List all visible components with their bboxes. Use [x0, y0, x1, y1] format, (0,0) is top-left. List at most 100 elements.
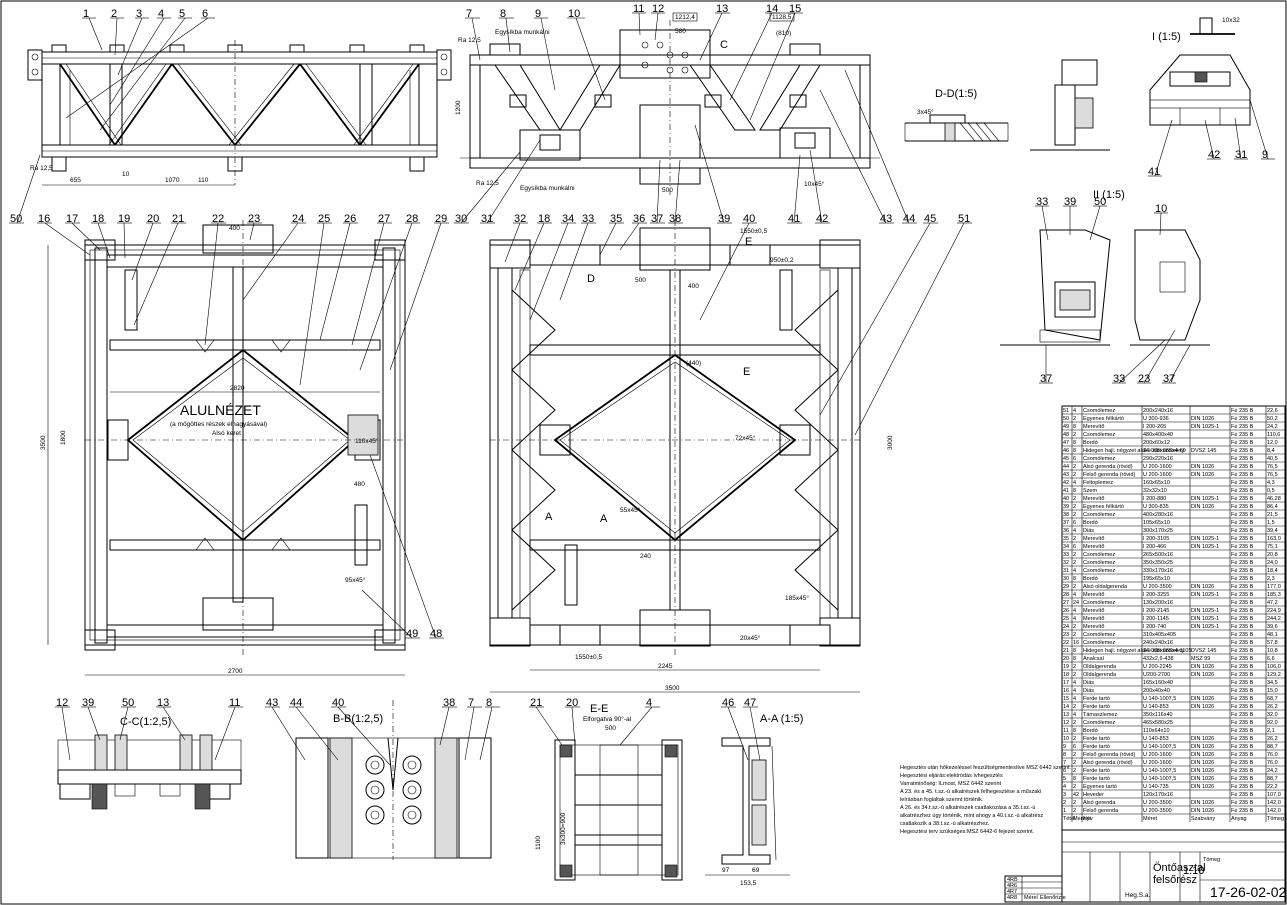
bom-cell: Ferde tartó: [1083, 704, 1110, 710]
balloon-42: 42: [816, 213, 828, 225]
bom-cell: Fe 235 B: [1231, 800, 1254, 806]
balloon-1: 1: [83, 8, 89, 20]
bom-cell: 32x32x10: [1143, 488, 1167, 494]
plan-view-top: 3500 2245 1550±0,5 1550±0,5 950±0,2 (440…: [489, 220, 894, 693]
dim-655: 655: [70, 177, 81, 184]
bom-cell: 8: [1073, 424, 1076, 430]
bom-cell: 2: [1073, 672, 1076, 678]
bom-cell: 6: [1073, 520, 1076, 526]
balloon-12: 12: [652, 3, 664, 15]
balloon-cc-39: 39: [82, 697, 94, 709]
bom-cell: 4: [1073, 480, 1076, 486]
bom-cell: U 200-2245: [1143, 664, 1172, 670]
balloon-8: 8: [500, 8, 506, 20]
balloon-45: 45: [924, 213, 936, 225]
dim-440: (440): [686, 360, 701, 367]
bom-cell: 20,8: [1267, 552, 1278, 558]
bom-cell: DIN 1026: [1191, 696, 1214, 702]
bom-cell: 107,0: [1267, 792, 1281, 798]
bom-cell: Fe 235 B: [1231, 696, 1254, 702]
balloon-bb-7: 7: [468, 697, 474, 709]
egyalapu-top: Egysíkba munkálni: [495, 29, 550, 36]
balloon-32: 32: [514, 213, 526, 225]
dim-950: 950±0,2: [770, 257, 794, 264]
bom-cell: Egyenes félkártó: [1083, 504, 1124, 510]
dim-500-top: 500: [635, 277, 646, 284]
bom-cell: DIN 1025-1: [1191, 616, 1219, 622]
balloon-i-42: 42: [1208, 149, 1220, 161]
dim-810: (810): [776, 30, 791, 37]
balloon-7: 7: [466, 8, 472, 20]
bom-cell: 88,7: [1267, 744, 1278, 750]
bom-cell: Csomólemez: [1083, 720, 1115, 726]
bom-cell: Fe 235 B: [1231, 480, 1254, 486]
bom-cell: DIN 1026: [1191, 664, 1214, 670]
bom-cell: 8: [1073, 488, 1076, 494]
bom-cell: DIN 1026: [1191, 768, 1214, 774]
bom-cell: 6: [1073, 544, 1076, 550]
bom-cell: 2: [1073, 472, 1076, 478]
bom-cell: U 200-3500: [1143, 808, 1172, 814]
bom-cell: 24: [1073, 600, 1079, 606]
bom-cell: U 200-1600: [1143, 464, 1172, 470]
note-3: Varratminőség: ILmost, MSZ 6442 szerint: [900, 781, 1002, 787]
bom-cell: 86,4: [1267, 504, 1278, 510]
bom-cell: 4: [1073, 608, 1076, 614]
dim-185x45: 185x45°: [785, 594, 809, 602]
balloon-10: 10: [568, 8, 580, 20]
bom-cell: 15,0: [1267, 688, 1278, 694]
bom-cell: Hidegen hajl. négyzet alakú zárt szelvén…: [1083, 448, 1184, 454]
bom-cell: DVSZ 145: [1191, 648, 1216, 654]
bom-cell: DIN 1026: [1191, 464, 1214, 470]
bom-cell: Fe 235 B: [1231, 768, 1254, 774]
balloon-18: 18: [92, 213, 104, 225]
bom-cell: 10: [1063, 736, 1069, 742]
bom-cell: 19: [1063, 664, 1069, 670]
bom-cell: DIN 1025-1: [1191, 592, 1219, 598]
balloon-ee-21: 21: [530, 697, 542, 709]
bom-cell: U 200-3500: [1143, 800, 1172, 806]
bom-cell: Fe 235 B: [1231, 472, 1254, 478]
section-mark-e2: E: [743, 366, 750, 378]
bom-cell: 142,0: [1267, 800, 1281, 806]
bom-cell: I 200-265: [1143, 424, 1166, 430]
bom-cell: 34: [1063, 544, 1069, 550]
bom-cell: Szem: [1083, 488, 1097, 494]
bom-cell: Ferde tartó: [1083, 744, 1110, 750]
title-block: Öntőasztal felsőrész 1:10 17-26-02-02 Tö…: [1061, 829, 1286, 903]
dim-1550: 1550±0,5: [575, 654, 602, 661]
balloon-ii-37b: 37: [1163, 373, 1175, 385]
balloon-ii-33: 33: [1036, 196, 1048, 208]
balloon-bb-40: 40: [332, 697, 344, 709]
bom-cell: U 140-853: [1143, 704, 1169, 710]
bom-cell: Csomólemez: [1083, 456, 1115, 462]
note-7: alkatrészhez úgy történik, mint ahogy a …: [900, 813, 1043, 819]
bom-cell: Fe 235 B: [1231, 648, 1254, 654]
balloon-20: 20: [147, 213, 159, 225]
bom-cell: U200-2700: [1143, 672, 1170, 678]
bom-cell: 75,1: [1267, 544, 1278, 550]
bom-cell: Fe 235 B: [1231, 808, 1254, 814]
balloon-31: 31: [481, 213, 493, 225]
bom-cell: Fe 235 B: [1231, 728, 1254, 734]
hegy-label: Heg.S.a.: [1125, 892, 1150, 899]
bom-cell: 129,2: [1267, 672, 1281, 678]
bom-cell: DIN 1026: [1191, 672, 1214, 678]
lower-view-sub2: Alsó keret: [212, 430, 241, 437]
bom-cell: 26,2: [1267, 736, 1278, 742]
section-aa-title: A-A (1:5): [760, 713, 803, 725]
bom-cell: DIN 1025-1: [1191, 496, 1219, 502]
balloon-i-9: 9: [1262, 149, 1268, 161]
bom-cell: U 140-853: [1143, 736, 1169, 742]
dim-55x45: 55x45°: [620, 506, 641, 514]
bom-cell: Merevítő: [1083, 624, 1104, 630]
dim-400-top: 400: [688, 283, 699, 290]
bom-cell: 26: [1063, 608, 1069, 614]
